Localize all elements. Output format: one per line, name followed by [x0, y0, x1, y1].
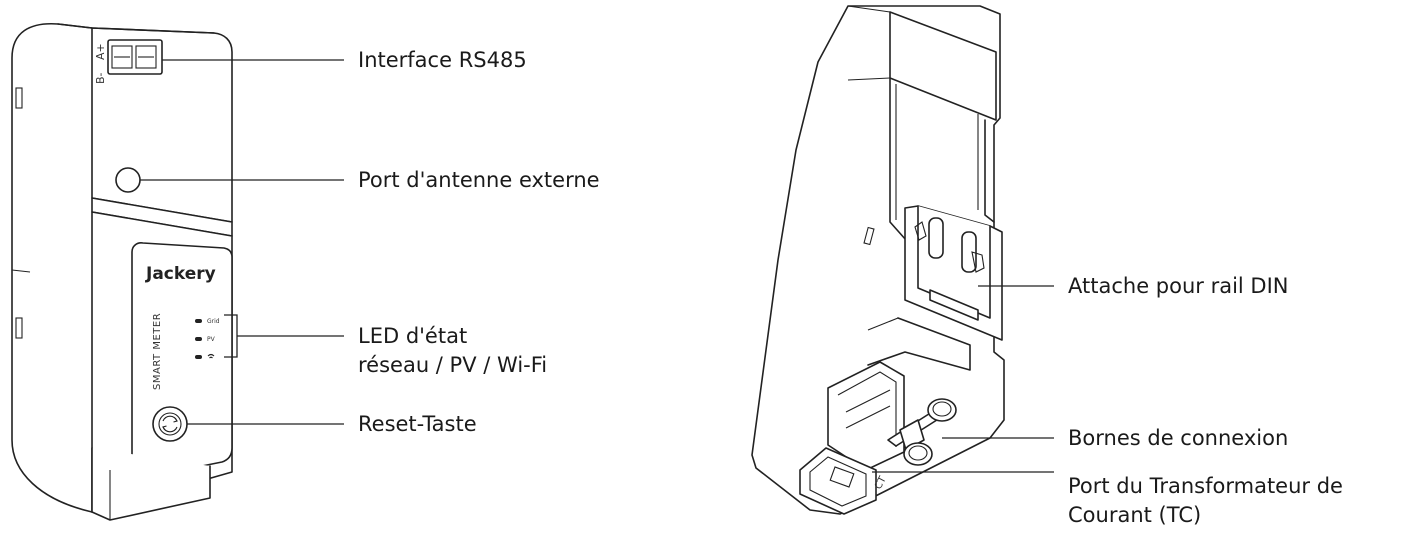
callout-antenna: Port d'antenne externe	[358, 168, 600, 192]
rear-housing	[751, 5, 1005, 515]
led-pv	[195, 337, 202, 341]
cavity-edge	[867, 317, 899, 331]
led-grid	[195, 319, 202, 323]
callout-din: Attache pour rail DIN	[1068, 274, 1289, 298]
rear-lower-cavity	[867, 317, 971, 371]
front-top-edge	[57, 23, 215, 34]
antenna-port	[115, 167, 141, 193]
side-seam	[11, 269, 31, 273]
side-notch-bottom	[15, 317, 23, 339]
reset-button	[152, 406, 188, 442]
callout-terminals: Bornes de connexion	[1068, 426, 1289, 450]
led-indicators: Grid PV	[195, 318, 220, 359]
top-edge-b	[847, 77, 891, 81]
callout-led: LED d'état réseau / PV / Wi-Fi	[358, 324, 548, 377]
brand-logo: Jackery	[145, 264, 216, 284]
front-device: B- A+ Jackery SMART METER Grid PV	[11, 22, 344, 521]
rear-channel-wall-left	[889, 77, 907, 241]
wifi-icon	[207, 353, 215, 359]
rear-device: CT	[751, 5, 1054, 515]
side-notch-top	[15, 87, 23, 109]
led-pv-label: PV	[207, 336, 216, 343]
callout-reset: Reset-Taste	[358, 412, 477, 436]
front-device-side-panel	[11, 22, 93, 513]
rs485-label-a: A+	[94, 43, 107, 60]
model-label: SMART METER	[152, 313, 163, 390]
rear-top-block	[889, 11, 997, 121]
top-edge-a	[847, 5, 891, 13]
callout-rs485: Interface RS485	[358, 48, 527, 72]
connection-terminals	[827, 361, 957, 471]
led-wifi	[195, 355, 202, 359]
callout-ct: Port du Transformateur de Courant (TC)	[1068, 474, 1343, 527]
rs485-terminal-block	[107, 39, 163, 75]
rs485-label-b: B-	[94, 72, 107, 84]
ct-port	[799, 447, 877, 515]
led-grid-label: Grid	[207, 318, 220, 325]
rear-side-notch	[863, 226, 875, 246]
din-clip	[904, 205, 1003, 341]
rear-channel-wall-right	[984, 119, 995, 223]
